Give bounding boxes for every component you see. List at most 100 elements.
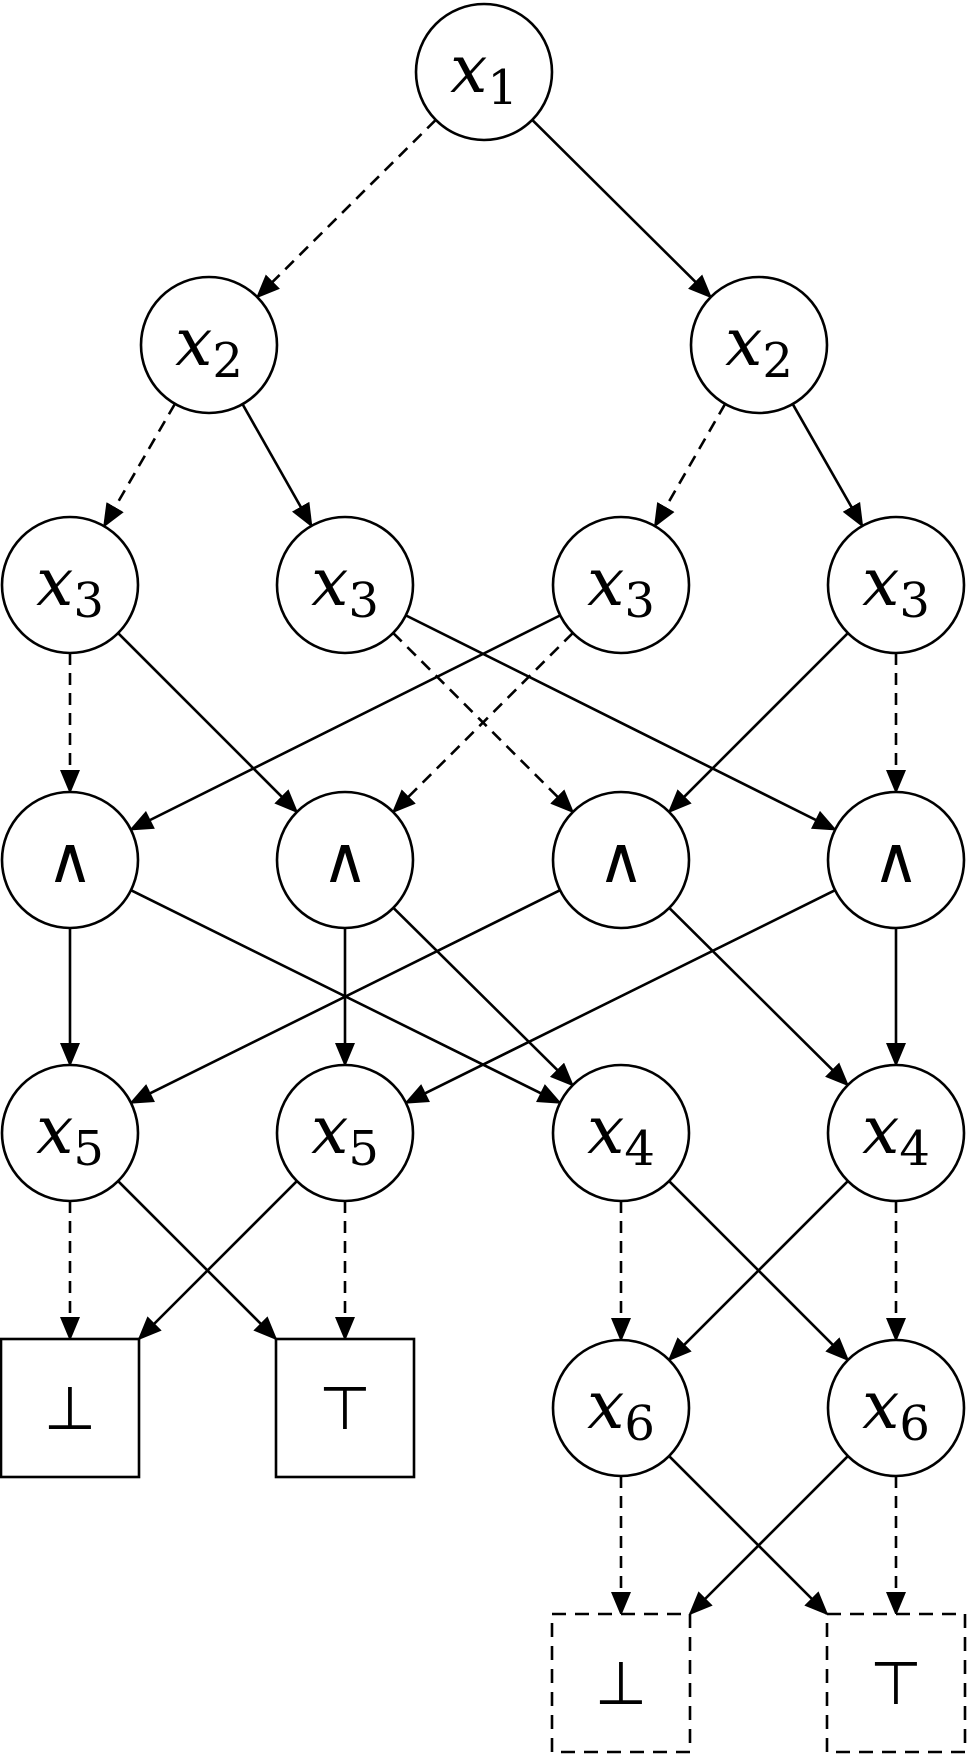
node-x4a: x4 xyxy=(551,1063,691,1203)
variable-name: x xyxy=(36,1092,73,1169)
node-label: x5 xyxy=(36,1092,104,1177)
node-circle xyxy=(551,1338,691,1478)
edge-solid-x2a-to-x3b xyxy=(241,403,313,528)
variable-subscript: 6 xyxy=(899,1396,930,1452)
node-circle xyxy=(551,1063,691,1203)
node-x5a: x5 xyxy=(0,1063,140,1203)
node-label: x4 xyxy=(587,1092,655,1177)
node-bot2: ⊥ xyxy=(550,1612,692,1754)
and-operator-symbol: ∧ xyxy=(47,824,94,898)
node-and3: ∧ xyxy=(551,790,691,930)
terminal-box xyxy=(0,1337,141,1479)
variable-name: x xyxy=(862,544,899,621)
edges-layer xyxy=(60,118,906,1616)
node-and2: ∧ xyxy=(275,790,415,930)
variable-name: x xyxy=(450,31,487,108)
variable-subscript: 3 xyxy=(899,573,930,629)
node-x4b: x4 xyxy=(826,1063,966,1203)
edge-solid-x3c-to-and1 xyxy=(129,614,561,831)
variable-name: x xyxy=(587,1092,624,1169)
variable-subscript: 5 xyxy=(348,1121,379,1177)
node-circle xyxy=(0,1063,140,1203)
edge-solid-x3d-to-and3 xyxy=(667,632,849,814)
variable-subscript: 3 xyxy=(348,573,379,629)
node-label: x3 xyxy=(36,544,104,629)
variable-name: x xyxy=(175,304,212,381)
variable-subscript: 6 xyxy=(624,1396,655,1452)
edge-dashed-x1-to-x2a xyxy=(255,118,437,299)
bottom-symbol: ⊥ xyxy=(595,1649,647,1719)
node-and4: ∧ xyxy=(826,790,966,930)
edge-dashed-x3c-to-and2 xyxy=(391,632,574,814)
edge-dashed-x2b-to-x3c xyxy=(653,403,727,528)
variable-subscript: 3 xyxy=(73,573,104,629)
variable-name: x xyxy=(587,1367,624,1444)
node-label: x5 xyxy=(311,1092,379,1177)
node-label: x3 xyxy=(587,544,655,629)
edge-solid-and4-to-x5b xyxy=(404,889,836,1104)
node-circle xyxy=(551,515,691,655)
node-x3c: x3 xyxy=(551,515,691,655)
node-top2: ⊤ xyxy=(825,1612,967,1754)
bottom-symbol: ⊥ xyxy=(44,1374,96,1444)
node-circle xyxy=(826,515,966,655)
edge-dashed-x2a-to-x3a xyxy=(102,403,177,528)
node-label: x2 xyxy=(175,304,243,389)
terminal-box xyxy=(825,1612,967,1754)
node-circle xyxy=(275,515,415,655)
node-x6b: x6 xyxy=(826,1338,966,1478)
variable-name: x xyxy=(36,544,73,621)
node-circle xyxy=(0,790,140,930)
edge-solid-x5b-to-bot1 xyxy=(137,1180,298,1341)
variable-name: x xyxy=(862,1092,899,1169)
variable-subscript: 2 xyxy=(762,333,793,389)
node-bot1: ⊥ xyxy=(0,1337,141,1479)
top-symbol: ⊤ xyxy=(319,1374,371,1444)
node-circle xyxy=(551,790,691,930)
node-x6a: x6 xyxy=(551,1338,691,1478)
variable-subscript: 4 xyxy=(899,1121,930,1177)
variable-subscript: 3 xyxy=(624,573,655,629)
node-circle xyxy=(826,1063,966,1203)
node-x5b: x5 xyxy=(275,1063,415,1203)
node-x2b: x2 xyxy=(689,275,829,415)
edge-solid-x6b-to-bot2 xyxy=(688,1455,849,1616)
node-label: x2 xyxy=(725,304,793,389)
and-operator-symbol: ∧ xyxy=(873,824,920,898)
variable-subscript: 4 xyxy=(624,1121,655,1177)
node-label: x3 xyxy=(311,544,379,629)
node-circle xyxy=(275,1063,415,1203)
node-label: x4 xyxy=(862,1092,930,1177)
variable-name: x xyxy=(311,1092,348,1169)
terminal-box xyxy=(274,1337,416,1479)
node-circle xyxy=(139,275,279,415)
top-symbol: ⊤ xyxy=(870,1649,922,1719)
node-top1: ⊤ xyxy=(274,1337,416,1479)
variable-name: x xyxy=(311,544,348,621)
edge-solid-x3b-to-and4 xyxy=(405,614,837,831)
edge-solid-and3-to-x5a xyxy=(129,889,561,1104)
node-label: x6 xyxy=(587,1367,655,1452)
node-x3b: x3 xyxy=(275,515,415,655)
node-label: x1 xyxy=(450,31,518,116)
variable-subscript: 5 xyxy=(73,1121,104,1177)
node-circle xyxy=(414,2,554,142)
edge-solid-x6a-to-top2 xyxy=(668,1455,829,1616)
variable-name: x xyxy=(725,304,762,381)
node-label: x3 xyxy=(862,544,930,629)
node-circle xyxy=(826,790,966,930)
node-x3d: x3 xyxy=(826,515,966,655)
and-operator-symbol: ∧ xyxy=(598,824,645,898)
node-x2a: x2 xyxy=(139,275,279,415)
node-label: x6 xyxy=(862,1367,930,1452)
edge-solid-and3-to-x4b xyxy=(668,906,850,1087)
node-x3a: x3 xyxy=(0,515,140,655)
node-and1: ∧ xyxy=(0,790,140,930)
terminal-box xyxy=(550,1612,692,1754)
edge-solid-x5a-to-top1 xyxy=(117,1180,278,1341)
edge-solid-x2b-to-x3d xyxy=(791,403,864,528)
edge-solid-and2-to-x4a xyxy=(392,906,575,1087)
edge-solid-x1-to-x2b xyxy=(531,118,713,299)
